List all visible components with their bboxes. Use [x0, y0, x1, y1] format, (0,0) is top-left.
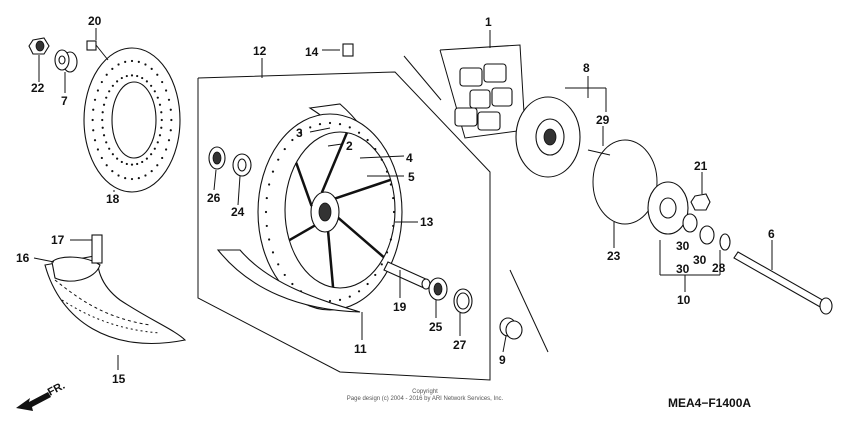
callout-3: 3	[296, 126, 303, 140]
callout-24: 24	[231, 205, 245, 219]
wheel-rim[interactable]	[257, 113, 403, 311]
final-driven-flange[interactable]	[515, 96, 581, 178]
callout-22: 22	[31, 81, 45, 95]
distance-collar-19[interactable]	[383, 261, 431, 290]
nut-22[interactable]	[28, 37, 50, 55]
copyright-line-1: Copyright	[412, 389, 438, 395]
callout-19: 19	[393, 300, 407, 314]
collar-9[interactable]	[499, 317, 523, 340]
hub-bearing-holder[interactable]	[647, 181, 689, 235]
bolt-20[interactable]	[86, 40, 109, 61]
callout-28: 28	[712, 261, 726, 275]
callout-18: 18	[106, 192, 120, 206]
callout-20: 20	[88, 14, 102, 28]
callouts: 20 22 7 18 12 14 1 3 2 4 5 13 26 24 19 2…	[16, 14, 775, 386]
callout-30-c: 30	[676, 262, 690, 276]
callout-8: 8	[583, 61, 590, 75]
brake-disc[interactable]	[83, 47, 181, 193]
callout-13: 13	[420, 215, 434, 229]
wheel-damper-rubbers[interactable]	[454, 63, 513, 131]
leader-lines	[33, 28, 773, 370]
balance-weight-14[interactable]	[342, 43, 354, 57]
callout-29: 29	[596, 113, 610, 127]
callout-23: 23	[607, 249, 621, 263]
callout-25: 25	[429, 320, 443, 334]
copyright-line-2: Page design (c) 2004 - 2016 by ARI Netwo…	[346, 396, 504, 402]
direction-label: FR.	[46, 380, 67, 399]
callout-16: 16	[16, 251, 30, 265]
callout-7: 7	[61, 94, 68, 108]
bearing-26[interactable]	[208, 146, 226, 170]
bearing-25[interactable]	[428, 277, 448, 301]
diagram-code: MEA4−F1400A	[668, 396, 752, 410]
rim-strip[interactable]	[216, 249, 361, 313]
callout-6: 6	[768, 227, 775, 241]
callout-21: 21	[694, 159, 708, 173]
wheel-assembly-frame	[197, 71, 491, 381]
callout-14: 14	[305, 45, 319, 59]
stud-bolt-29[interactable]	[587, 149, 611, 156]
oil-seal-24[interactable]	[232, 153, 252, 177]
oil-seal-27[interactable]	[453, 288, 473, 314]
bearing-30b[interactable]	[699, 225, 715, 245]
snap-ring-23[interactable]	[592, 139, 658, 225]
rear-axle[interactable]	[733, 251, 833, 315]
callout-10: 10	[677, 293, 691, 307]
callout-4: 4	[406, 151, 413, 165]
callout-5: 5	[408, 170, 415, 184]
callout-2: 2	[346, 139, 353, 153]
callout-12: 12	[253, 44, 267, 58]
callout-26: 26	[207, 191, 221, 205]
callout-30-a: 30	[676, 239, 690, 253]
collar-7[interactable]	[54, 49, 78, 73]
callout-30-b: 30	[693, 253, 707, 267]
callout-15: 15	[112, 372, 126, 386]
callout-27: 27	[453, 338, 467, 352]
washer-28[interactable]	[719, 233, 731, 251]
front-direction-arrow: FR.	[16, 380, 67, 411]
callout-1: 1	[485, 15, 492, 29]
tire[interactable]	[44, 234, 187, 345]
callout-17: 17	[51, 233, 65, 247]
callout-9: 9	[499, 353, 506, 367]
copyright-notice: Copyright Page design (c) 2004 - 2016 by…	[300, 389, 550, 403]
nut-21[interactable]	[690, 193, 711, 211]
bearing-30a[interactable]	[682, 213, 698, 233]
callout-11: 11	[354, 342, 367, 356]
